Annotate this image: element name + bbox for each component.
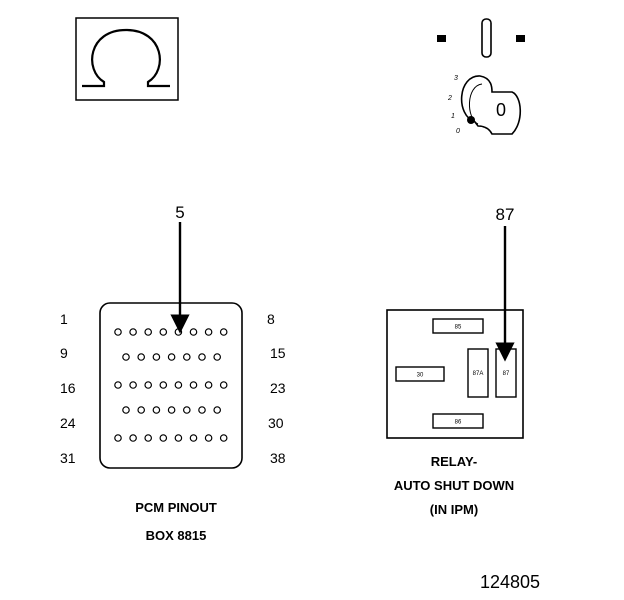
pcm-row-label-right-4: 30 xyxy=(268,415,284,431)
pcm-pin-38 xyxy=(219,434,228,442)
pcm-caption-line1: PCM PINOUT xyxy=(135,500,217,515)
pcm-row-label-right-2: 15 xyxy=(270,345,286,361)
pcm-probe-label: 5 xyxy=(175,203,184,222)
relay-probe-label: 87 xyxy=(496,205,515,224)
pcm-row-label-left-3: 16 xyxy=(60,380,76,396)
pcm-pin-36 xyxy=(189,434,198,442)
pcm-caption-line2: BOX 8815 xyxy=(146,528,207,543)
pcm-pin-26 xyxy=(152,406,161,414)
relay-terminal-87a xyxy=(467,348,489,398)
relay-caption-line2: AUTO SHUT DOWN xyxy=(394,478,514,493)
pcm-pin-5 xyxy=(174,328,183,336)
relay-terminal-87-label: 87 xyxy=(503,371,510,377)
pcm-pin-30 xyxy=(213,406,222,414)
pcm-pin-25 xyxy=(137,406,146,414)
pcm-pin-21 xyxy=(189,381,198,389)
pcm-row-label-left-4: 24 xyxy=(60,415,76,431)
figure-id: 124805 xyxy=(480,572,540,592)
relay-caption-line1: RELAY- xyxy=(431,454,477,469)
pcm-pin-10 xyxy=(137,353,146,361)
relay-terminal-86-label: 86 xyxy=(455,420,462,426)
pcm-pin-31 xyxy=(114,434,122,442)
pcm-pin-14 xyxy=(198,353,206,361)
pcm-pin-6 xyxy=(189,328,198,336)
ignition-switch-icon: 3 2 1 0 0 xyxy=(437,18,525,135)
pcm-pin-27 xyxy=(167,406,176,414)
pcm-row-label-right-3: 23 xyxy=(270,380,286,396)
pcm-row-label-left-2: 9 xyxy=(60,345,68,361)
ohmmeter-icon: Ω xyxy=(75,17,179,101)
relay-terminal-86 xyxy=(432,413,484,429)
relay-terminal-85-label: 85 xyxy=(455,325,462,331)
relay-terminal-30-label: 30 xyxy=(417,373,424,379)
pcm-pin-32 xyxy=(129,434,137,442)
pcm-row-label-right-5: 38 xyxy=(270,450,286,466)
pcm-pin-4 xyxy=(159,328,168,336)
pcm-pin-15 xyxy=(213,353,222,361)
pcm-pin-13 xyxy=(183,353,191,361)
pcm-pin-22 xyxy=(204,381,213,389)
pcm-pin-19 xyxy=(159,381,168,389)
relay-block: 85 30 87A 87 86 xyxy=(386,309,524,439)
pcm-pin-17 xyxy=(129,381,137,389)
key-position-1: 1 xyxy=(451,113,455,120)
relay-terminal-87a-label: 87A xyxy=(473,371,484,377)
key-position-3: 3 xyxy=(454,75,458,82)
pcm-pin-29 xyxy=(198,406,206,414)
key-label: 0 xyxy=(496,100,506,120)
pcm-pin-9 xyxy=(122,353,130,361)
pcm-pin-grid xyxy=(114,328,228,442)
pcm-row-label-left-5: 31 xyxy=(60,450,76,466)
pcm-pin-20 xyxy=(174,381,183,389)
pcm-pin-37 xyxy=(204,434,213,442)
key-position-0: 0 xyxy=(456,128,460,135)
pcm-pin-12 xyxy=(167,353,176,361)
pcm-pin-3 xyxy=(144,328,153,336)
pcm-pin-28 xyxy=(183,406,191,414)
pcm-pin-35 xyxy=(174,434,183,442)
pcm-row-label-left-1: 1 xyxy=(60,311,68,327)
pcm-pin-23 xyxy=(219,381,228,389)
pcm-pin-11 xyxy=(152,353,161,361)
pcm-pin-8 xyxy=(219,328,228,336)
pcm-pin-1 xyxy=(114,328,122,336)
relay-terminal-30 xyxy=(395,366,445,382)
pcm-pin-18 xyxy=(144,381,153,389)
pcm-row-label-right-1: 8 xyxy=(267,311,275,327)
pcm-pin-34 xyxy=(159,434,168,442)
pcm-pin-7 xyxy=(204,328,213,336)
pcm-pin-24 xyxy=(122,406,130,414)
relay-caption-line3: (IN IPM) xyxy=(430,502,478,517)
key-position-2: 2 xyxy=(447,95,452,102)
pcm-pin-33 xyxy=(144,434,153,442)
pcm-pin-2 xyxy=(129,328,137,336)
relay-terminal-85 xyxy=(432,318,484,334)
pcm-connector xyxy=(99,302,243,469)
pcm-pin-16 xyxy=(114,381,122,389)
